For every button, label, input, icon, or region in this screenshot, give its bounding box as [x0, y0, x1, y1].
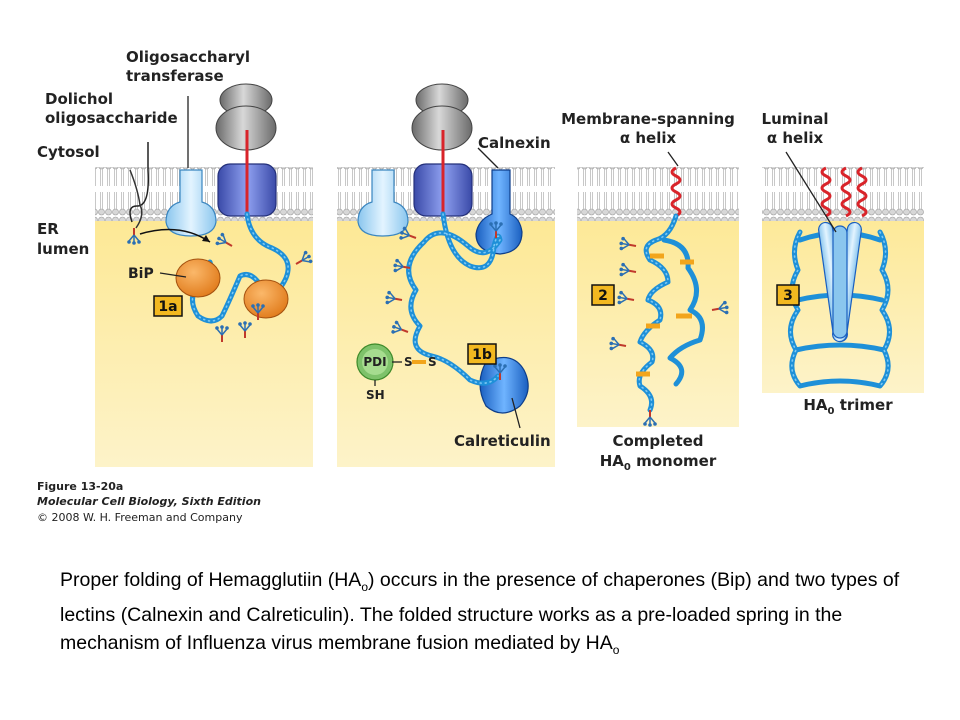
label-s-2: S	[428, 355, 437, 369]
calnexin-protein	[475, 169, 523, 255]
label-calnexin: Calnexin	[478, 134, 551, 152]
dolichol-lipid	[129, 169, 143, 229]
label-dolichol: Dolichol	[45, 90, 113, 108]
panel-1b	[337, 83, 555, 467]
membrane-helix-c	[856, 166, 868, 218]
step-badge-3: 3	[776, 284, 800, 306]
svg-text:1b: 1b	[472, 347, 492, 363]
figure-book-title: Molecular Cell Biology, Sixth Edition	[37, 495, 261, 508]
figure-copyright: © 2008 W. H. Freeman and Company	[37, 511, 243, 524]
oligosaccharyl-transferase-protein	[165, 169, 217, 237]
label-membrane-spanning: Membrane-spanning	[561, 110, 735, 128]
svg-text:3: 3	[783, 288, 793, 304]
bip-pointer-line	[159, 272, 187, 278]
label-cytosol: Cytosol	[37, 143, 100, 161]
label-oligosaccharide: oligosaccharide	[45, 109, 178, 127]
luminal-helix	[832, 225, 848, 339]
step-badge-1a: 1a	[153, 295, 183, 317]
label-bip: BiP	[128, 266, 154, 282]
oligosaccharyl-transferase-protein	[357, 169, 409, 237]
label-lumen: lumen	[37, 240, 89, 258]
calreticulin-pointer-line	[511, 397, 521, 429]
helix-pointer-line	[667, 151, 679, 167]
label-ha0-trimer: HA0 trimer	[803, 396, 893, 417]
calreticulin-protein	[479, 356, 529, 414]
panel-1a	[95, 83, 315, 467]
label-calreticulin: Calreticulin	[454, 432, 551, 450]
label-oligosaccharyl: Oligosaccharyl	[126, 48, 250, 66]
er-membrane-bilayer	[762, 167, 924, 221]
panel-3	[762, 151, 924, 393]
bip-chaperone-1	[175, 258, 221, 298]
luminal-helix-pointer-line	[785, 151, 837, 233]
label-ha0-monomer: HA0 monomer	[600, 452, 717, 473]
luminal-helix-bundle	[818, 221, 862, 343]
label-pdi: PDI	[363, 355, 386, 369]
figure-caption: Proper folding of Hemagglutiin (HAo) occ…	[60, 569, 900, 657]
label-completed: Completed	[612, 432, 703, 450]
label-alpha-helix-2: α helix	[767, 129, 824, 147]
panel-2	[577, 151, 739, 428]
hemagglutinin-folding-diagram: 1a 1b 2 3 Oligosaccharyl transferase Dol…	[37, 48, 924, 524]
membrane-helix-a	[820, 166, 832, 218]
label-transferase: transferase	[126, 67, 224, 85]
arrow-head-icon	[202, 235, 210, 242]
er-membrane-bilayer	[577, 167, 739, 221]
label-luminal: Luminal	[762, 110, 829, 128]
membrane-helix-b	[840, 166, 852, 218]
label-sh: SH	[366, 388, 385, 402]
svg-text:1a: 1a	[158, 299, 177, 315]
bip-chaperone-2	[243, 279, 289, 319]
step-badge-1b: 1b	[467, 343, 497, 365]
figure-number: Figure 13-20a	[37, 480, 123, 493]
svg-text:2: 2	[598, 288, 608, 304]
membrane-spanning-helix	[670, 166, 682, 218]
calnexin-pointer-line	[477, 147, 499, 169]
dolichol-pointer-line	[129, 142, 150, 223]
step-badge-2: 2	[591, 284, 615, 306]
pdi-inner	[362, 349, 388, 375]
label-s-1: S	[404, 355, 413, 369]
label-alpha-helix-1: α helix	[620, 129, 677, 147]
label-er: ER	[37, 220, 59, 238]
